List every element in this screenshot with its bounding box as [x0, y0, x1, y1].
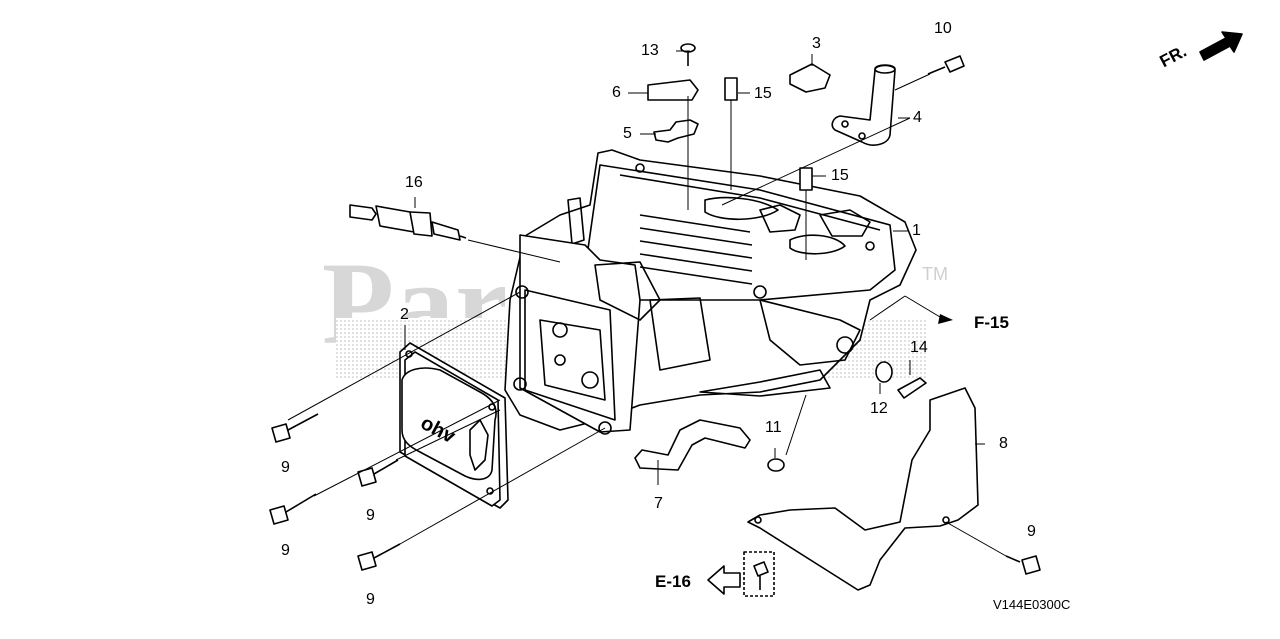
dowel-pin-upper	[724, 77, 738, 101]
shield-plate	[647, 79, 699, 101]
front-direction-arrow	[1199, 31, 1243, 61]
callout-4[interactable]: 4	[913, 109, 922, 126]
bolt-10	[927, 55, 965, 75]
bolt-9-c	[357, 459, 399, 487]
callout-9-b[interactable]: 9	[366, 507, 375, 524]
cross-ref-f15[interactable]: F-15	[974, 313, 1009, 332]
breather-tube	[831, 64, 896, 146]
head-cover	[401, 350, 501, 507]
callout-9-a[interactable]: 9	[281, 459, 290, 476]
breather-pipe	[634, 419, 751, 471]
callout-15-lower[interactable]: 15	[831, 167, 849, 184]
callout-7[interactable]: 7	[654, 495, 663, 512]
leader-lines	[287, 50, 1007, 557]
cylinder-head	[513, 234, 711, 435]
callout-12[interactable]: 12	[870, 400, 888, 417]
diagram-code: V144E0300C	[993, 597, 1071, 612]
cross-ref-e16[interactable]: E-16	[655, 572, 691, 591]
e16-ref-bolt	[743, 551, 775, 597]
bolt-9-b	[269, 493, 317, 525]
callout-8[interactable]: 8	[999, 435, 1008, 452]
washer-11	[767, 458, 785, 472]
screw-13	[680, 43, 696, 66]
callout-9-d[interactable]: 9	[366, 591, 375, 608]
callout-15-upper[interactable]: 15	[754, 85, 772, 102]
callout-14[interactable]: 14	[910, 339, 928, 356]
callout-9-c[interactable]: 9	[281, 542, 290, 559]
callout-1[interactable]: 1	[912, 222, 921, 239]
callout-9-e[interactable]: 9	[1027, 523, 1036, 540]
e16-arrow	[707, 565, 741, 595]
clip-bracket	[653, 119, 699, 143]
watermark-trademark: TM	[922, 264, 948, 284]
clip-14	[897, 377, 927, 399]
spark-plug	[349, 204, 467, 241]
bolt-9-d	[357, 543, 401, 571]
callout-2[interactable]: 2	[400, 306, 409, 323]
rubber-mount	[789, 63, 831, 93]
dowel-pin-lower	[799, 167, 813, 191]
callout-5[interactable]: 5	[623, 125, 632, 142]
f15-pointer	[938, 314, 953, 324]
callout-11[interactable]: 11	[765, 419, 782, 436]
bolt-9-e	[1005, 555, 1041, 575]
callout-13[interactable]: 13	[641, 42, 659, 59]
callout-10[interactable]: 10	[934, 20, 952, 37]
callout-16[interactable]: 16	[405, 174, 423, 191]
nut-12	[875, 361, 893, 383]
callout-6[interactable]: 6	[612, 84, 621, 101]
callout-3[interactable]: 3	[812, 35, 821, 52]
bolt-9-a	[271, 413, 319, 443]
heat-shield	[747, 387, 979, 591]
